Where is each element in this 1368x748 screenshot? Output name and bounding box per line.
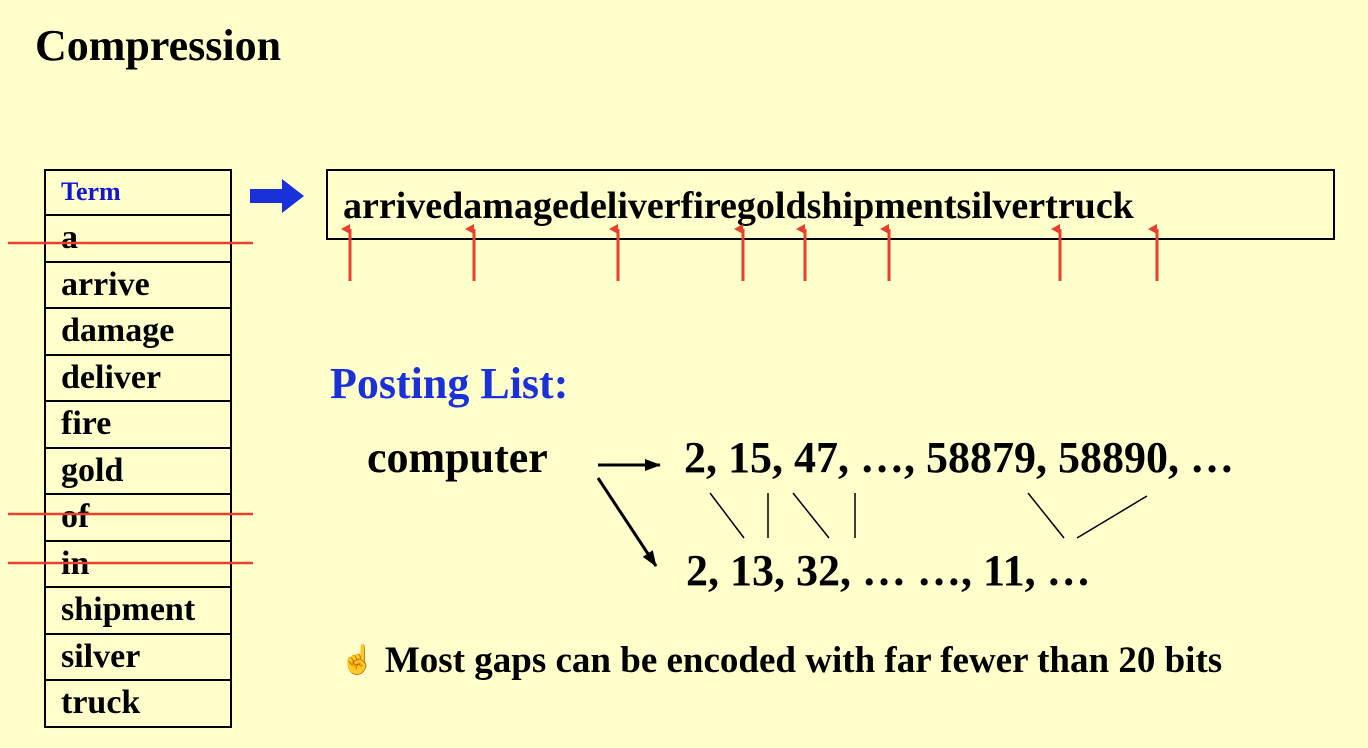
term-table-header: Term — [61, 177, 121, 206]
posting-list-heading: Posting List: — [330, 359, 569, 408]
red-strike-lines — [8, 241, 253, 565]
posting-values: 2, 15, 47, …, 58879, 58890, … — [684, 433, 1234, 482]
term-row: fire — [46, 400, 230, 447]
connector — [792, 492, 830, 539]
connector — [709, 492, 745, 539]
red-pointer-arrows — [341, 224, 1159, 281]
term-row: shipment — [46, 586, 230, 633]
connector — [1076, 495, 1148, 539]
term-table: Term a arrive damage deliver fire gold o… — [44, 169, 232, 728]
dictionary-string: arrivedamagedeliverfiregoldshipmentsilve… — [343, 185, 1134, 227]
connector — [1027, 492, 1065, 539]
term-row: damage — [46, 307, 230, 354]
term-row: gold — [46, 446, 230, 494]
term-row: of — [46, 493, 230, 540]
gap-note-text: Most gaps can be encoded with far fewer … — [384, 640, 1223, 681]
gap-connector-lines — [709, 492, 1148, 539]
term-row: a — [46, 214, 230, 261]
term-row: deliver — [46, 353, 230, 401]
gap-note: ☝ Most gaps can be encoded with far fewer… — [340, 636, 1222, 686]
term-row: arrive — [46, 260, 230, 308]
slide-title: Compression — [35, 21, 282, 70]
blue-right-arrow — [250, 179, 304, 213]
term-row: silver — [46, 632, 230, 680]
gap-values: 2, 13, 32, … …, 11, … — [686, 546, 1091, 595]
dictionary-string-box: arrivedamagedeliverfiregoldshipmentsilve… — [326, 169, 1335, 240]
posting-term: computer — [367, 433, 548, 482]
term-row: truck — [46, 679, 230, 726]
arrow-to-gaps — [596, 477, 658, 567]
pointing-hand-icon: ☝ — [340, 645, 375, 676]
